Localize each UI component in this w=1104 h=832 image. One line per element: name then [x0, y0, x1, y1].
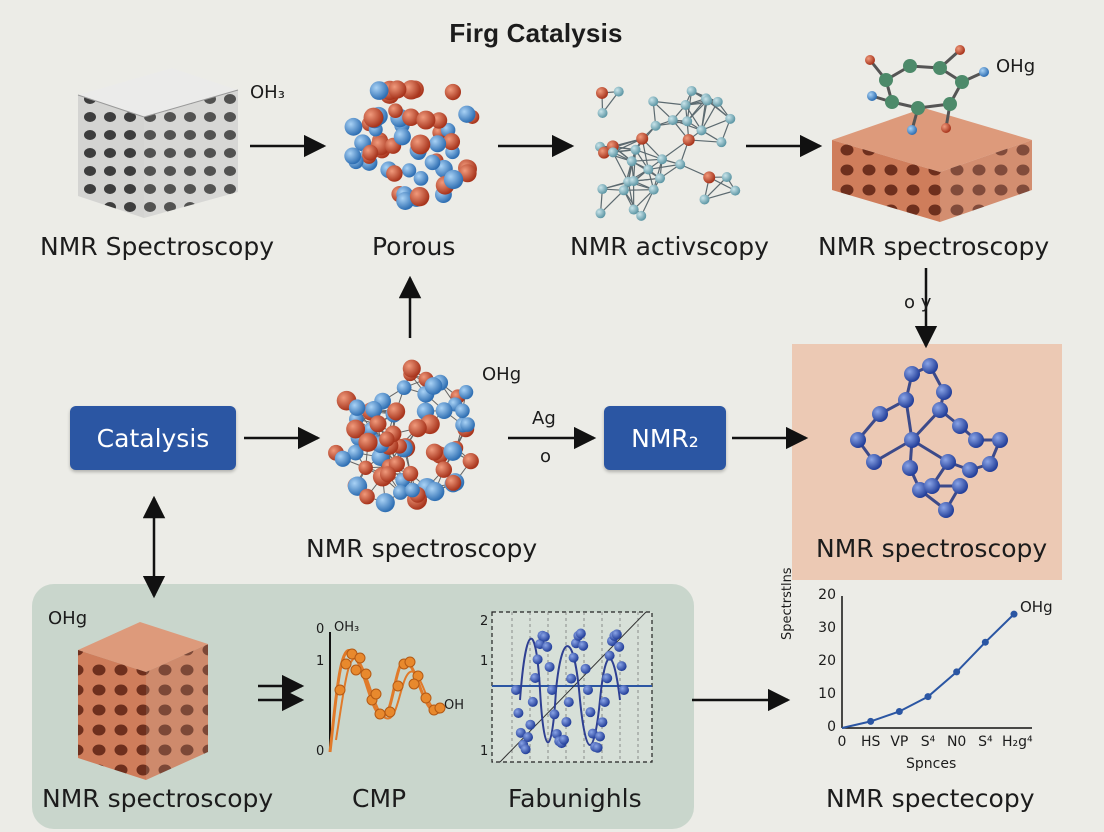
- label-arrow-o: o: [540, 446, 552, 467]
- lattice-framework: [595, 85, 741, 221]
- grid-tick-1: 1: [480, 654, 489, 669]
- catalysis-box[interactable]: Catalysis: [70, 406, 236, 470]
- chart-ytick: 0: [827, 719, 836, 735]
- chart-xtick: 0: [837, 734, 847, 750]
- chart-xlabel: Spnces: [906, 756, 957, 772]
- caption-top-3: NMR activscopy: [570, 232, 769, 261]
- label-oh3-top: OH₃: [250, 82, 285, 103]
- arrows: [142, 134, 938, 712]
- label-ohg-bottom-left: OHg: [48, 608, 88, 629]
- label-ohg-top-right: OHg: [996, 56, 1036, 77]
- adsorbed-molecule: [865, 45, 989, 135]
- chart-xtick: VP: [890, 734, 909, 750]
- caption-top-4: NMR spectroscopy: [818, 232, 1050, 261]
- terracotta-block-top: [832, 108, 1032, 222]
- middle-molecule-cluster: [328, 359, 479, 513]
- right-panel: [792, 344, 1062, 580]
- caption-bottom-2: CMP: [352, 784, 407, 813]
- caption-bottom-4: NMR spectecopy: [826, 784, 1035, 813]
- chart-ytick: 10: [818, 686, 836, 702]
- label-wave-oh3: OH₃: [334, 620, 360, 635]
- chart-xtick: S⁴: [978, 734, 993, 750]
- label-ohg-mid: OHg: [482, 364, 522, 385]
- chart-ylabel: Spectrstlns: [780, 567, 795, 640]
- chart-xtick: S⁴: [920, 734, 936, 750]
- chart-point: [953, 668, 961, 676]
- nmr2-box[interactable]: NMR₂: [604, 406, 726, 470]
- caption-top-1: NMR Spectroscopy: [40, 232, 275, 261]
- navy-molecule: [850, 358, 1008, 518]
- diagram-title: Firg Catalysis: [449, 18, 623, 48]
- chart-annotation: OHg: [1020, 598, 1053, 616]
- wave-tick-top0: 0: [316, 622, 325, 637]
- gray-porous-cube: [77, 68, 239, 218]
- chart-ytick: 20: [818, 653, 836, 669]
- chart-ytick: 30: [818, 620, 836, 636]
- porous-molecule-cluster: [344, 80, 480, 210]
- label-wave-oh: OH: [444, 698, 465, 713]
- terracotta-cube-bottom: [78, 622, 208, 780]
- caption-bottom-1: NMR spectroscopy: [42, 784, 274, 813]
- chart-ytick: 20: [818, 587, 836, 603]
- label-arrow-oy: o y: [904, 292, 932, 313]
- caption-top-2: Porous: [372, 232, 456, 261]
- chart-point: [981, 638, 989, 646]
- wave-tick-bottom0: 0: [316, 744, 325, 759]
- caption-mid-right: NMR spectroscopy: [816, 534, 1048, 563]
- grid-tick-2: 2: [480, 614, 489, 629]
- chart-xtick: HS: [860, 734, 881, 750]
- chart-xtick: H₂g⁴: [1002, 734, 1033, 750]
- grid-tick-bottom-1: 1: [480, 744, 489, 759]
- chart-xtick: N0: [946, 734, 967, 750]
- caption-bottom-3: Fabunighls: [508, 784, 642, 813]
- chart-point: [895, 708, 903, 715]
- line-chart: [841, 596, 1032, 729]
- chart-point: [1010, 610, 1018, 618]
- chart-point: [867, 717, 875, 725]
- grid-plot: [491, 611, 653, 763]
- caption-mid-center: NMR spectroscopy: [306, 534, 538, 563]
- wave-plot: [328, 632, 446, 753]
- label-arrow-ag: Ag: [532, 408, 556, 429]
- chart-series-line: [841, 613, 1015, 729]
- wave-tick-1: 1: [316, 654, 325, 669]
- chart-point: [924, 693, 932, 701]
